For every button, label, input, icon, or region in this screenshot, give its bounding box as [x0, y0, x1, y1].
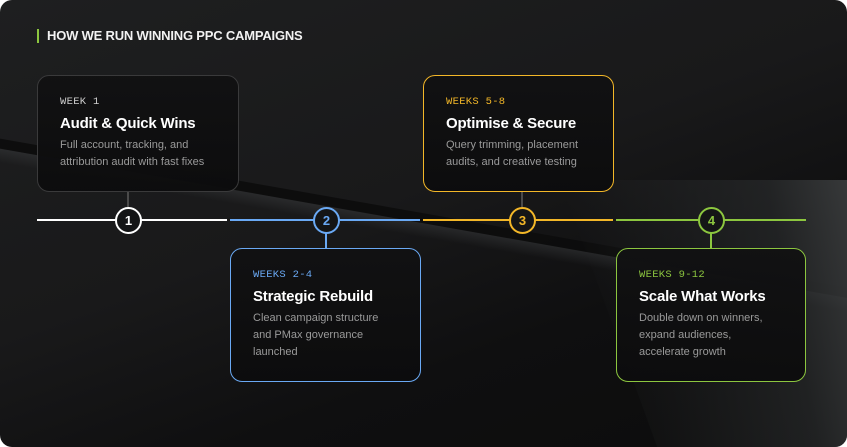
connector-3	[521, 191, 523, 207]
step-marker-3: 3	[509, 207, 536, 234]
step-number: 1	[124, 213, 133, 228]
step-marker-2: 2	[313, 207, 340, 234]
step-description: Clean campaign structure and PMax govern…	[253, 312, 379, 358]
step-number: 3	[518, 213, 527, 228]
step-number: 4	[707, 213, 716, 228]
step-heading: Audit & Quick Wins	[60, 115, 196, 132]
step-phase: WEEKS 5-8	[446, 96, 506, 108]
step-number: 2	[322, 213, 331, 228]
step-phase: WEEKS 2-4	[253, 269, 313, 281]
step-marker-4: 4	[698, 207, 725, 234]
step-card-4: WEEKS 9-12 Scale What Works Double down …	[616, 248, 806, 382]
connector-1	[127, 191, 129, 207]
step-card-2: WEEKS 2-4 Strategic Rebuild Clean campai…	[230, 248, 421, 382]
connector-2	[325, 233, 327, 248]
step-heading: Optimise & Secure	[446, 115, 576, 132]
step-description: Double down on winners, expand audiences…	[639, 312, 763, 358]
step-marker-1: 1	[115, 207, 142, 234]
step-heading: Strategic Rebuild	[253, 288, 373, 305]
step-card-3: WEEKS 5-8 Optimise & Secure Query trimmi…	[423, 75, 614, 192]
step-description: Query trimming, placement audits, and cr…	[446, 139, 579, 168]
step-phase: WEEK 1	[60, 96, 100, 108]
step-description: Full account, tracking, and attribution …	[60, 139, 205, 168]
step-phase: WEEKS 9-12	[639, 269, 706, 281]
step-heading: Scale What Works	[639, 288, 766, 305]
step-card-1: WEEK 1 Audit & Quick Wins Full account, …	[37, 75, 239, 192]
section-title: HOW WE RUN WINNING PPC CAMPAIGNS	[37, 29, 303, 43]
connector-4	[710, 233, 712, 248]
